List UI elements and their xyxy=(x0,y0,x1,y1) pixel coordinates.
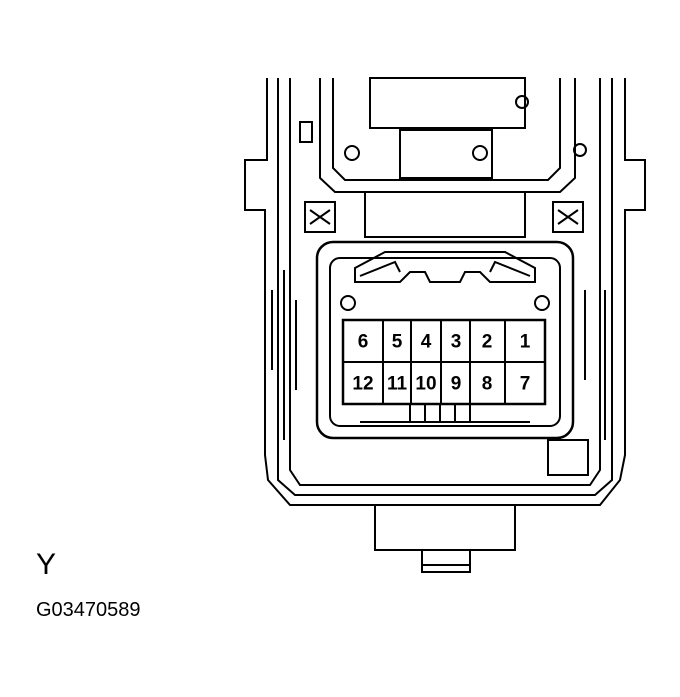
mid-band xyxy=(364,191,526,238)
clip-left xyxy=(304,201,336,233)
pin-10-label: 10 xyxy=(415,374,436,395)
pin-4-label: 4 xyxy=(421,332,432,353)
figure-code: G03470589 xyxy=(36,599,141,621)
mount-hole-side xyxy=(573,143,587,157)
side-square xyxy=(547,439,589,476)
pin-11-label: 11 xyxy=(387,374,408,395)
connector-latch xyxy=(354,251,536,283)
top-block xyxy=(369,77,526,129)
pin-7-label: 7 xyxy=(520,374,531,395)
connector-post-right xyxy=(534,295,550,311)
mount-hole-top-right xyxy=(515,95,529,109)
mount-hole-right xyxy=(472,145,488,161)
pin-labels-top: 6 5 4 3 2 1 xyxy=(358,332,531,353)
housing-inner-line-2 xyxy=(289,78,601,486)
pin-2-label: 2 xyxy=(482,332,493,353)
housing-inner-line xyxy=(277,78,613,496)
connector-inner xyxy=(329,257,561,427)
pin-labels-bottom: 12 11 10 9 8 7 xyxy=(352,374,530,395)
pin-5-label: 5 xyxy=(392,332,403,353)
pin-3-label: 3 xyxy=(451,332,462,353)
top-frame-inner xyxy=(332,78,561,181)
connector-shell xyxy=(315,240,575,440)
center-block xyxy=(399,129,493,179)
pin-8-label: 8 xyxy=(482,374,493,395)
bottom-tab xyxy=(421,549,471,573)
pin-6-label: 6 xyxy=(358,332,369,353)
pin-12-label: 12 xyxy=(352,374,373,395)
mount-hole-left xyxy=(344,145,360,161)
pin-1-label: 1 xyxy=(520,332,531,353)
connector-post-left xyxy=(340,295,356,311)
small-tab xyxy=(299,121,313,143)
view-label: Y xyxy=(36,548,57,581)
bottom-stem xyxy=(374,504,516,551)
pin-9-label: 9 xyxy=(451,374,462,395)
top-frame xyxy=(319,78,576,193)
clip-right xyxy=(552,201,584,233)
